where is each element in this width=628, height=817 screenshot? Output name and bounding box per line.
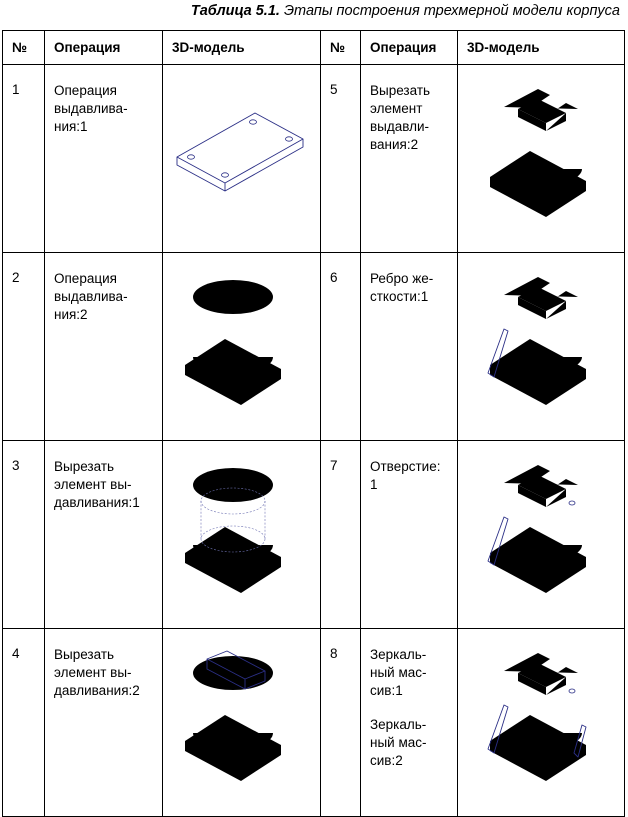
housing-rib-icon (487, 253, 614, 423)
operation-name: Операция выдавлива- ния:2 (44, 252, 163, 441)
step-number: 3 (2, 440, 45, 629)
operations-table: № Операция 3D-модель № Операция 3D-модел… (2, 30, 625, 817)
operation-name: Отверстие: 1 (360, 440, 458, 629)
table-row: 2 Операция выдавлива- ния:2 6 Ребро же- … (2, 252, 625, 441)
model-cell (457, 628, 625, 817)
table-row: 3 Вырезать элемент вы- давливания:1 7 От… (2, 440, 625, 629)
housing-hole-icon (487, 441, 614, 611)
model-cell (457, 440, 625, 629)
operation-name: Вырезать элемент вы- давливания:1 (44, 440, 163, 629)
header-model-right: 3D-модель (457, 30, 625, 65)
header-model-left: 3D-модель (162, 30, 321, 65)
table-row: 1 Операция выдавлива- ния:1 5 Вырезать э… (2, 64, 625, 253)
step-number: 8 (320, 628, 361, 817)
operation-name: Вырезать элемент вы- давливания:2 (44, 628, 163, 817)
operation-name: Зеркаль- ный мас- сив:1 (370, 647, 427, 698)
slotted-cylinder-icon (185, 650, 281, 781)
header-operation-left: Операция (44, 30, 163, 65)
step-number: 1 (2, 64, 45, 253)
operation-name: Операция выдавлива- ния:1 (44, 64, 163, 253)
housing-mirror-icon (487, 629, 587, 799)
operation-name-extra: Зеркаль- ный мас- сив:2 (370, 717, 427, 768)
model-cell (162, 64, 321, 253)
operation-name: Вырезать элемент выдавли- вания:2 (360, 64, 458, 253)
operation-name: Ребро же- сткости:1 (360, 252, 458, 441)
step-number: 2 (2, 252, 45, 441)
step-number: 6 (320, 252, 361, 441)
table-header-row: № Операция 3D-модель № Операция 3D-модел… (2, 30, 625, 65)
model-cell (162, 628, 321, 817)
step-number: 7 (320, 440, 361, 629)
header-num-left: № (2, 30, 45, 65)
model-cell (457, 252, 625, 441)
table-row: 4 Вырезать элемент вы- давливания:2 8 Зе… (2, 628, 625, 817)
header-operation-right: Операция (360, 30, 458, 65)
model-cell (162, 440, 321, 629)
model-cell (162, 252, 321, 441)
step-number: 5 (320, 64, 361, 253)
plate-icon (176, 112, 304, 192)
table-caption-label: Таблица 5.1. (190, 3, 280, 19)
table-caption: Таблица 5.1. Этапы построения трехмерной… (191, 3, 620, 19)
cylinder-on-plate-icon (185, 280, 281, 405)
housing-cutout-icon (458, 65, 614, 235)
header-num-right: № (320, 30, 361, 65)
step-number: 4 (2, 628, 45, 817)
hollow-cylinder-icon (185, 468, 281, 593)
model-cell (457, 64, 625, 253)
operation-cell: Зеркаль- ный мас- сив:1 Зеркаль- ный мас… (360, 628, 458, 817)
table-caption-title: Этапы построения трехмерной модели корпу… (283, 3, 620, 19)
